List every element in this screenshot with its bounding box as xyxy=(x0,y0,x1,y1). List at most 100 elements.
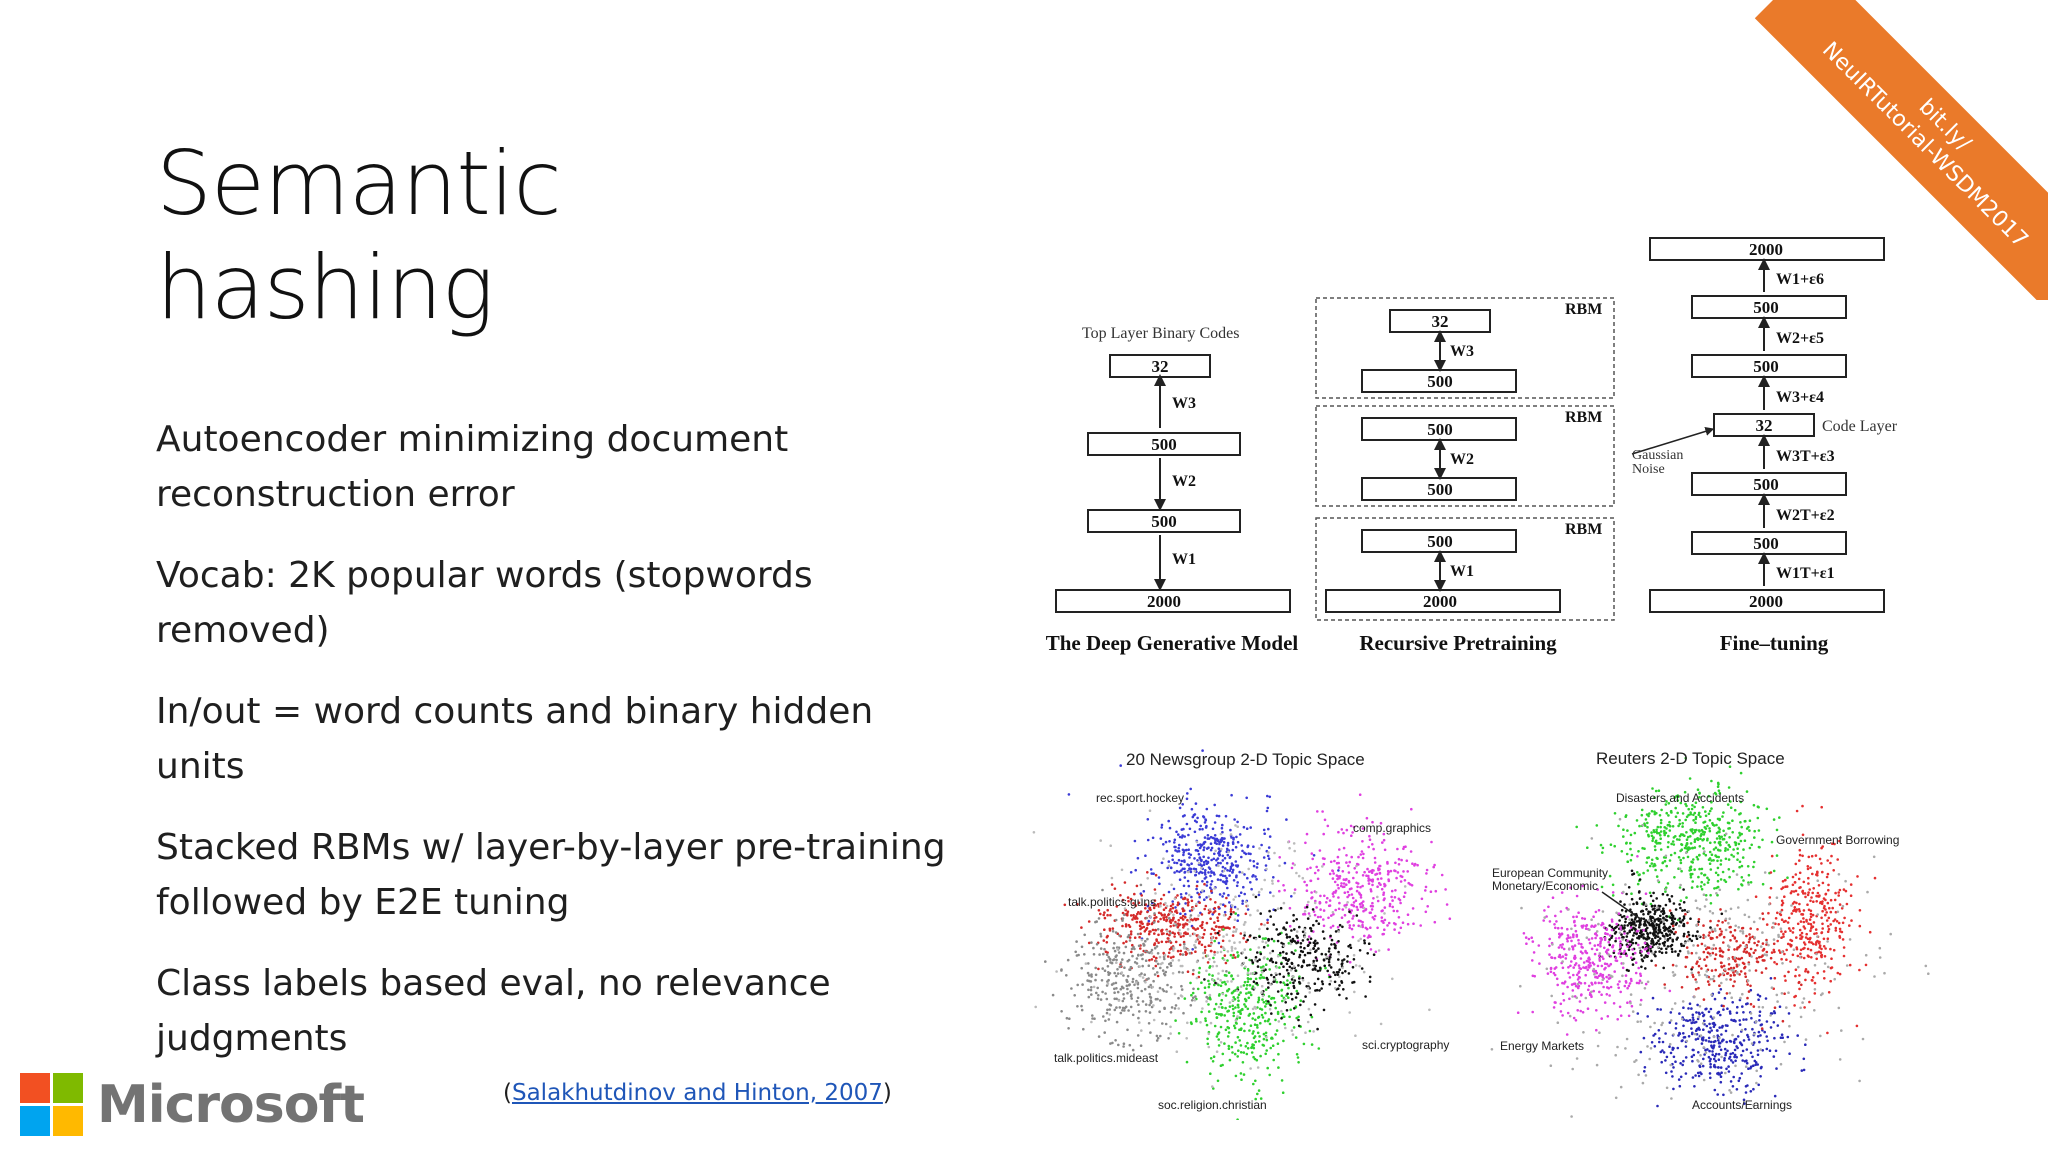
scatter-point xyxy=(1193,917,1196,921)
scatter-point xyxy=(1379,1022,1383,1026)
scatter-point xyxy=(1123,966,1126,969)
scatter-point xyxy=(1217,972,1220,975)
scatter-point xyxy=(1249,852,1252,856)
scatter-point xyxy=(1131,980,1134,984)
scatter-point xyxy=(1448,917,1452,920)
scatter-point xyxy=(1590,837,1594,840)
scatter-point xyxy=(1146,838,1150,842)
scatter-point xyxy=(1306,964,1309,967)
scatter-point xyxy=(1565,906,1568,910)
scatter-point xyxy=(1222,958,1226,961)
scatter-point xyxy=(1615,925,1618,929)
scatter-point xyxy=(1791,883,1795,887)
scatter-point xyxy=(1257,996,1261,1000)
scatter-point xyxy=(1330,914,1333,917)
scatter-point xyxy=(1396,871,1400,874)
scatter-point xyxy=(1355,889,1359,893)
scatter-point xyxy=(1217,912,1221,916)
scatter-point xyxy=(1696,1037,1700,1040)
scatter-point xyxy=(1221,844,1225,847)
scatter-point xyxy=(1269,1046,1272,1050)
scatter-point xyxy=(1345,828,1349,832)
scatter-point xyxy=(1304,1031,1307,1034)
scatter-point xyxy=(1346,895,1349,899)
scatter-point xyxy=(1258,935,1261,938)
scatter-point xyxy=(1643,1070,1646,1073)
scatter-point xyxy=(1249,826,1252,829)
scatter-point xyxy=(1406,922,1410,926)
scatter-point xyxy=(1208,966,1211,969)
scatter-point xyxy=(1696,1003,1699,1007)
scatter-point xyxy=(1824,893,1827,896)
scatter-point xyxy=(1732,966,1736,970)
scatter-point xyxy=(1796,893,1800,896)
scatter-point xyxy=(1174,906,1177,909)
scatter-point xyxy=(1402,847,1405,851)
scatter-point xyxy=(1221,874,1225,878)
scatter-point xyxy=(1711,930,1714,933)
citation-link[interactable]: Salakhutdinov and Hinton, 2007 xyxy=(511,1080,883,1106)
scatter-point xyxy=(1620,952,1623,955)
scatter-point xyxy=(1236,996,1240,999)
scatter-point xyxy=(1224,880,1227,884)
scatter-point xyxy=(1147,964,1151,967)
scatter-point xyxy=(1119,961,1123,964)
scatter-point xyxy=(1730,853,1733,857)
scatter-point xyxy=(1198,901,1201,904)
scatter-point xyxy=(1327,960,1331,964)
scatter-point xyxy=(1244,956,1248,959)
scatter-point xyxy=(1210,846,1214,850)
scatter-point xyxy=(1722,941,1725,944)
scatter-point xyxy=(1657,926,1661,930)
scatter-point xyxy=(1347,893,1351,897)
scatter-point xyxy=(1347,945,1350,948)
scatter-point xyxy=(1790,944,1793,947)
scatter-point xyxy=(1716,866,1720,870)
scatter-point xyxy=(1416,863,1419,867)
scatter-point xyxy=(1677,856,1681,859)
scatter-point xyxy=(1317,947,1320,950)
scatter-point xyxy=(1387,948,1390,951)
scatter-point xyxy=(1180,896,1183,899)
scatter-point xyxy=(1067,1027,1070,1030)
scatter-point xyxy=(1200,858,1203,862)
scatter-point xyxy=(1173,838,1177,842)
scatter-point xyxy=(1741,1049,1745,1053)
scatter-point xyxy=(1714,1065,1717,1069)
scatter-point xyxy=(1646,943,1650,947)
scatter-point xyxy=(1584,949,1587,953)
scatter-point xyxy=(1239,891,1243,894)
scatter-point xyxy=(1060,1010,1063,1013)
scatter-point xyxy=(1117,951,1121,954)
scatter-point xyxy=(1201,1007,1204,1010)
logo-wordmark: Microsoft xyxy=(97,1074,365,1135)
scatter-point xyxy=(1321,982,1325,986)
scatter-point xyxy=(1188,916,1192,920)
scatter-point xyxy=(1693,838,1697,841)
scatter-point xyxy=(1328,947,1331,950)
scatter-point xyxy=(1099,998,1103,1001)
scatter-point xyxy=(1224,1028,1228,1032)
scatter-point xyxy=(1765,807,1769,811)
scatter-point xyxy=(1724,847,1727,850)
scatter-point xyxy=(1182,1011,1185,1015)
scatter-point xyxy=(1212,911,1215,914)
scatter-point xyxy=(1823,955,1827,958)
scatter-point xyxy=(1257,893,1261,897)
scatter-point xyxy=(1397,857,1401,861)
scatter-point xyxy=(1236,820,1239,824)
scatter-point xyxy=(1841,938,1845,941)
scatter-point xyxy=(1720,1071,1723,1074)
scatter-point xyxy=(1798,987,1801,991)
scatter-point xyxy=(1121,917,1125,920)
scatter-point xyxy=(1359,885,1362,889)
scatter-point xyxy=(1386,924,1389,927)
scatter-point xyxy=(1308,1029,1312,1033)
scatter-point xyxy=(1193,830,1197,834)
scatter-point xyxy=(1712,1057,1716,1061)
scatter-point xyxy=(1200,864,1204,867)
scatter-point xyxy=(1099,932,1102,936)
scatter-point xyxy=(1109,1004,1113,1007)
scatter-point xyxy=(1829,861,1832,865)
scatter-point xyxy=(1311,896,1314,899)
